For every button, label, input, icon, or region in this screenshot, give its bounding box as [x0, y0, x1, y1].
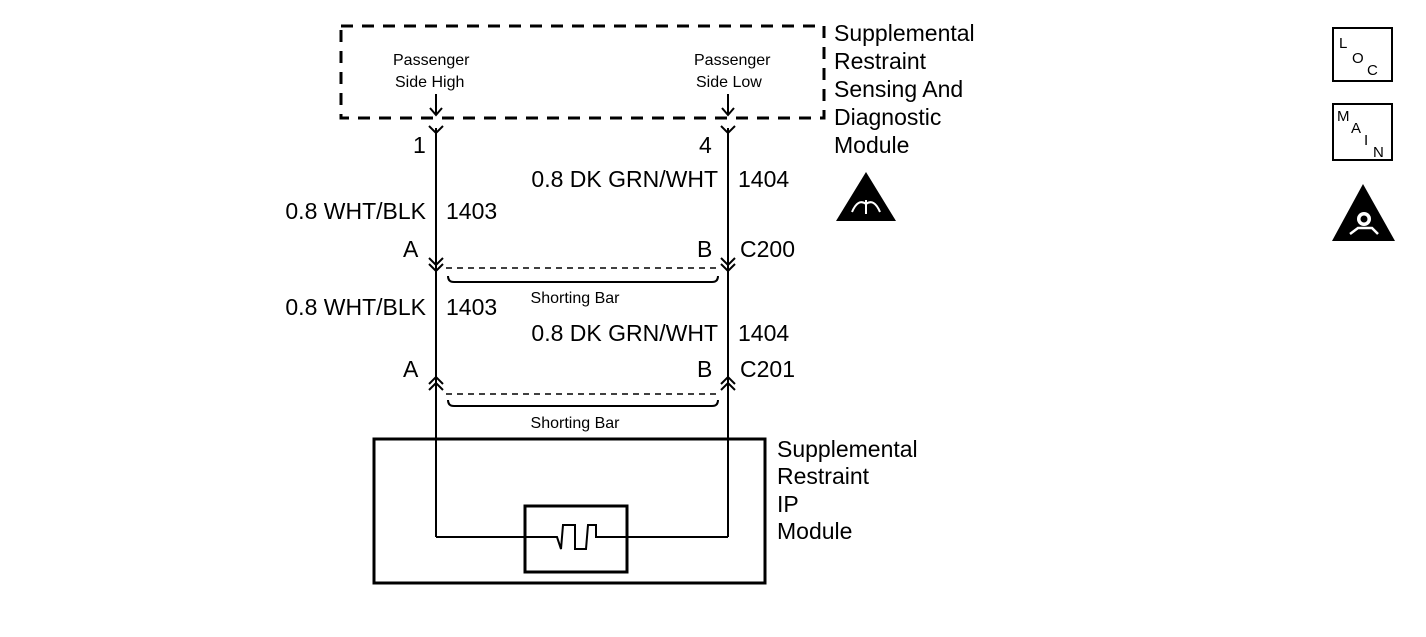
svg-text:Sensing And: Sensing And — [834, 76, 963, 102]
svg-text:O: O — [1352, 50, 1364, 67]
circuit-right-bottom: 1404 — [738, 320, 789, 346]
svg-text:Restraint: Restraint — [777, 463, 870, 489]
svg-text:Supplemental: Supplemental — [777, 436, 918, 462]
c201-shorting-bar-bracket — [447, 399, 719, 407]
c200-terminals — [428, 257, 736, 273]
c200-pin-a: A — [403, 236, 419, 262]
svg-text:Diagnostic: Diagnostic — [834, 104, 941, 130]
svg-text:L: L — [1339, 35, 1347, 52]
circuit-left-top: 1403 — [446, 198, 497, 224]
svg-text:M: M — [1337, 108, 1350, 125]
svg-text:Module: Module — [834, 132, 909, 158]
ip-module-name: Supplemental Restraint IP Module — [777, 436, 918, 544]
c201-pin-b: B — [697, 356, 712, 382]
svg-text:A: A — [1351, 120, 1361, 137]
loc-icon: L O C — [1332, 27, 1393, 82]
sdm-pin-4-terminal — [720, 125, 736, 135]
sdm-right-terminal-label-2: Side Low — [696, 74, 762, 91]
c200-shorting-bar-label: Shorting Bar — [531, 290, 621, 307]
c200-label: C200 — [740, 236, 795, 262]
wire-spec-right-bottom: 0.8 DK GRN/WHT — [531, 320, 718, 346]
c201-shorting-bar-label: Shorting Bar — [531, 415, 621, 432]
sdm-left-terminal-label-2: Side High — [395, 74, 464, 91]
c201-pin-a: A — [403, 356, 419, 382]
circuit-right-top: 1404 — [738, 166, 789, 192]
svg-text:Restraint: Restraint — [834, 48, 927, 74]
svg-text:Supplemental: Supplemental — [834, 20, 975, 46]
svg-text:Module: Module — [777, 518, 852, 544]
inflator-wiring — [436, 524, 728, 550]
wire-spec-right-top: 0.8 DK GRN/WHT — [531, 166, 718, 192]
sdm-left-terminal-label-1: Passenger — [393, 52, 470, 69]
wire-spec-left-bottom: 0.8 WHT/BLK — [285, 294, 426, 320]
c201-terminals — [428, 375, 736, 391]
wire-spec-left-top: 0.8 WHT/BLK — [285, 198, 426, 224]
sdm-pin-1: 1 — [413, 132, 426, 158]
airbag-warning-icon — [1332, 184, 1395, 241]
sdm-pin-1-terminal — [428, 125, 444, 135]
c200-shorting-bar-bracket — [447, 275, 719, 283]
sdm-box — [339, 24, 826, 120]
svg-text:C: C — [1367, 62, 1378, 79]
sdm-name: Supplemental Restraint Sensing And Diagn… — [834, 20, 975, 158]
sdm-right-terminal-label-1: Passenger — [694, 52, 771, 69]
svg-text:I: I — [1364, 132, 1368, 149]
esd-warning-icon — [836, 172, 896, 221]
sdm-left-lead — [429, 94, 443, 117]
sdm-pin-4: 4 — [699, 132, 712, 158]
main-icon: M A I N — [1332, 103, 1393, 161]
circuit-left-bottom: 1403 — [446, 294, 497, 320]
svg-text:N: N — [1373, 144, 1384, 161]
ip-module-box — [372, 437, 767, 585]
c200-pin-b: B — [697, 236, 712, 262]
sdm-right-lead — [721, 94, 735, 117]
inflator-box — [523, 504, 629, 574]
svg-text:IP: IP — [777, 491, 799, 517]
c201-label: C201 — [740, 356, 795, 382]
